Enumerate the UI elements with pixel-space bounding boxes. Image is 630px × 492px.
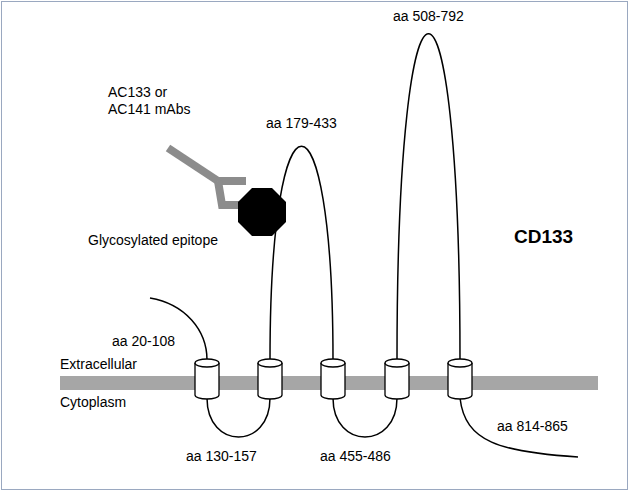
extracellular-loop (270, 146, 333, 360)
helix-cylinder (448, 359, 472, 399)
region-label: aa 508-792 (393, 8, 464, 25)
region-label: aa 814-865 (497, 418, 568, 435)
epitope-octagon (238, 188, 286, 236)
antibody-label: AC133 or AC141 mAbs (108, 84, 206, 118)
cytoplasmic-loop (333, 398, 397, 437)
cytoplasmic-loop (207, 398, 270, 437)
protein-name: CD133 (514, 226, 573, 248)
region-label: aa 130-157 (186, 448, 257, 465)
epitope-label: Glycosylated epitope (88, 232, 218, 249)
helix-cylinder (385, 359, 409, 399)
side-label: Extracellular (60, 356, 137, 373)
transmembrane-helices (195, 359, 472, 399)
helix-cylinder (321, 359, 345, 399)
extracellular-loop (397, 34, 460, 360)
antibody-symbol (168, 148, 246, 205)
helix-cylinder (195, 359, 219, 399)
side-label: Cytoplasm (60, 394, 126, 411)
n-terminus (150, 298, 207, 360)
region-label: aa 179-433 (266, 115, 337, 132)
region-label: aa 20-108 (112, 333, 175, 350)
helix-cylinder (258, 359, 282, 399)
region-label: aa 455-486 (320, 448, 391, 465)
c-terminus (460, 398, 578, 457)
